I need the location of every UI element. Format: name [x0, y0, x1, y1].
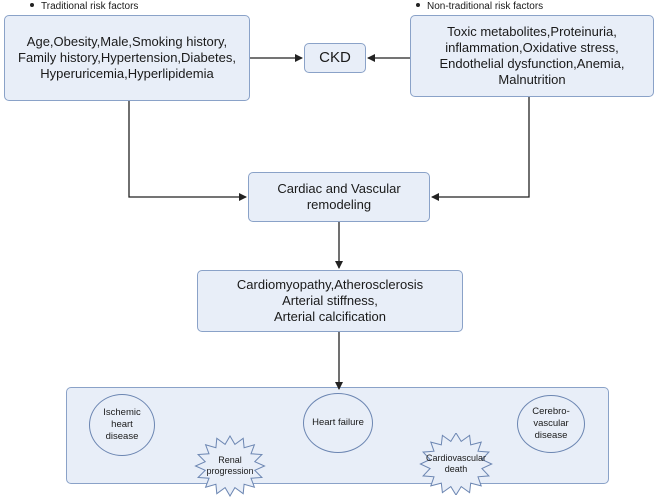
traditional-heading: Traditional risk factors [30, 1, 138, 12]
ischemic-label: Ischemic heart disease [103, 407, 141, 442]
remodeling-box: Cardiac and Vascular remodeling [248, 172, 430, 222]
arrow-traditional-to-remodeling [128, 101, 247, 201]
non-traditional-risk-box: Toxic metabolites,Proteinuria, inflammat… [410, 15, 654, 97]
ischemic-heart-disease-circle: Ischemic heart disease [89, 394, 155, 456]
pathology-line-1: Cardiomyopathy,Atherosclerosis [236, 276, 424, 292]
cardiovascular-death-burst-icon [419, 433, 493, 495]
non-traditional-risk-text: Toxic metabolites,Proteinuria, inflammat… [439, 23, 625, 88]
remodeling-text: Cardiac and Vascular remodeling [277, 180, 401, 212]
pathology-box: Cardiomyopathy,Atherosclerosis Arterial … [197, 270, 463, 332]
non-traditional-heading: Non-traditional risk factors [416, 1, 543, 12]
cardiovascular-death-label: Cardiovascular death [425, 453, 487, 474]
ckd-box: CKD [304, 43, 366, 73]
traditional-risk-text: Age,Obesity,Male,Smoking history, Family… [18, 33, 236, 82]
cerebrovascular-label: Cerebro- vascular disease [532, 406, 570, 441]
bullet-icon [30, 3, 34, 8]
pathology-line-3: Arterial calcification [274, 309, 386, 325]
bullet-icon [416, 3, 420, 8]
heart-failure-label: Heart failure [312, 417, 364, 429]
renal-progression-burst-icon [194, 435, 266, 497]
cerebrovascular-disease-circle: Cerebro- vascular disease [517, 395, 585, 453]
pathology-line-2: Arterial stiffness, [282, 292, 378, 308]
renal-progression-label: Renal progression [206, 455, 254, 476]
heart-failure-circle: Heart failure [303, 393, 373, 453]
traditional-risk-box: Age,Obesity,Male,Smoking history, Family… [4, 15, 250, 101]
arrow-nontraditional-to-remodeling [431, 97, 530, 201]
traditional-heading-text: Traditional risk factors [41, 1, 139, 12]
non-traditional-heading-text: Non-traditional risk factors [427, 1, 544, 12]
ckd-text: CKD [319, 48, 351, 66]
